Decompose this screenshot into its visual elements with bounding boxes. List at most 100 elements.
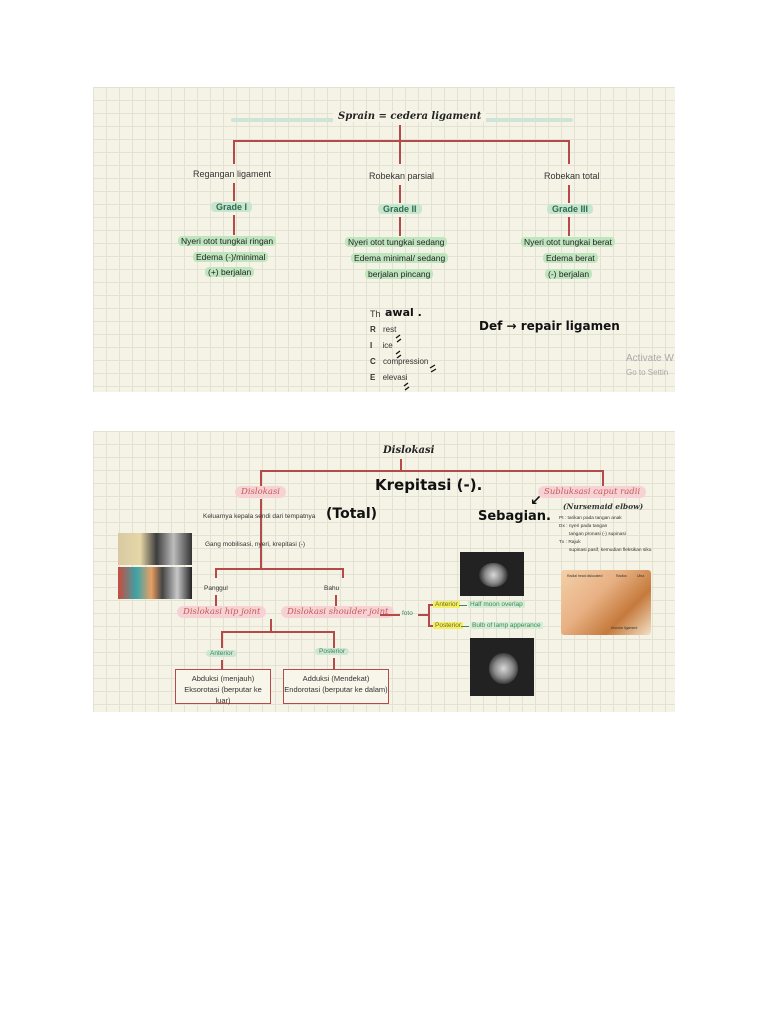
- note-value: tarikan pada tangan anak: [567, 516, 622, 521]
- grade-badge: Grade II: [378, 204, 422, 214]
- symptom-item: (+) berjalan: [205, 267, 255, 277]
- grade-badge: Grade III: [547, 204, 594, 214]
- hip-posterior-label: Posterior: [315, 648, 350, 655]
- sprain-title: Sprain = cedera ligament: [333, 111, 487, 122]
- connector: [233, 215, 235, 235]
- krepitasi-note: Krepitasi (-).: [375, 476, 483, 494]
- note-line: supinasi pasif, kemudian fleksikan siku: [559, 547, 651, 555]
- posterior-highlight: Posterior: [433, 622, 464, 629]
- def-note: Def → repair ligamen: [479, 319, 620, 333]
- symptom-item: Nyeri otot tungkai berat: [521, 237, 615, 247]
- foto-label: foto: [402, 610, 413, 617]
- anterior-highlight: Anterior: [433, 601, 460, 608]
- connector: [215, 568, 217, 578]
- connector: [342, 568, 344, 578]
- symptom-item: Nyeri otot tungkai ringan: [178, 236, 277, 246]
- rice-row: E elevasi: [370, 373, 407, 382]
- fig-label: Radial head dislocated: [567, 574, 603, 578]
- box-line: Abduksi (menjauh): [191, 674, 255, 683]
- hip-joint-node: Dislokasi hip joint: [177, 606, 267, 618]
- connector: [215, 568, 343, 570]
- connector: [400, 459, 402, 471]
- connector: [602, 470, 604, 487]
- rice-letter: E: [370, 373, 376, 382]
- connector: [221, 631, 334, 633]
- hip-photo: [118, 567, 192, 599]
- rice-row: C compression: [370, 357, 428, 366]
- hip-anterior-box: Abduksi (menjauh) Eksorotasi (berputar k…: [175, 669, 271, 705]
- connector: [418, 614, 428, 616]
- connector: [568, 140, 570, 164]
- nursemaid-label: (Nursemaid elbow): [563, 502, 644, 511]
- connector: [233, 183, 235, 201]
- symptom-item: Edema minimal/ sedang: [351, 253, 449, 263]
- connector: [428, 604, 430, 626]
- rice-letter: R: [370, 325, 376, 334]
- connector: [333, 658, 335, 669]
- note-value: tangan pronasi (-) supinasi: [569, 532, 626, 537]
- note-key: Pt :: [559, 516, 567, 521]
- connector: [461, 626, 469, 627]
- connector: [428, 604, 433, 606]
- connector: [568, 217, 570, 236]
- connector: [260, 470, 262, 487]
- branch-label: Robekan parsial: [369, 171, 435, 181]
- watermark-line: Go to Settin: [626, 368, 669, 377]
- symptom-item: berjalan pincang: [365, 269, 434, 279]
- connector: [233, 140, 569, 142]
- note-line: Tx : Rajuk: [559, 539, 651, 547]
- dislokasi-node: Dislokasi: [235, 486, 287, 498]
- hip-posterior-box: Adduksi (Mendekat) Endorotasi (berputar …: [283, 669, 389, 704]
- therapy-note: awal .: [385, 306, 422, 319]
- tick-marks: [395, 334, 437, 391]
- rice-word: elevasi: [382, 373, 408, 382]
- rice-letter: C: [370, 357, 376, 366]
- note-line: tangan pronasi (-) supinasi: [559, 531, 651, 539]
- panggul-label: Panggul: [204, 585, 228, 592]
- hip-photo: [118, 533, 192, 565]
- grade-badge: Grade I: [211, 202, 253, 212]
- desc-line: Keluarnya kepala sendi dari tempatnya: [203, 513, 316, 520]
- bahu-label: Bahu: [324, 585, 340, 592]
- branch-label: Regangan ligament: [193, 169, 272, 179]
- watermark-line: Activate W: [626, 353, 674, 364]
- branch-label: Robekan total: [544, 171, 600, 181]
- connector: [221, 660, 223, 669]
- sprain-panel: Sprain = cedera ligament Regangan ligame…: [93, 87, 675, 392]
- note-value: Rajuk: [568, 540, 581, 545]
- connector: [568, 185, 570, 203]
- connector: [260, 470, 603, 472]
- connector: [399, 185, 401, 203]
- connector: [399, 125, 401, 141]
- rice-word: rest: [383, 325, 397, 334]
- note-line: Pt : tarikan pada tangan anak: [559, 515, 651, 523]
- box-line: Eksorotasi (berputar ke luar): [184, 685, 262, 705]
- posterior-desc: Bulb of lamp apperance: [470, 622, 543, 629]
- symptom-item: Edema (-)/minimal: [193, 252, 269, 262]
- connector: [270, 619, 272, 631]
- connector: [233, 140, 235, 164]
- shoulder-joint-node: Dislokasi shoulder joint: [281, 606, 395, 618]
- rice-row: I ice: [370, 341, 393, 350]
- connector: [428, 625, 433, 627]
- connector: [335, 595, 337, 606]
- anterior-desc: Half moon overlap: [468, 601, 525, 608]
- hip-anterior-label: Anterior: [206, 650, 237, 657]
- fig-label: Annular ligament: [611, 626, 638, 630]
- arrow-note: ↙: [530, 493, 542, 509]
- symptom-item: (-) berjalan: [545, 269, 593, 279]
- shoulder-xray: [460, 552, 524, 596]
- note-key: Dx :: [559, 524, 568, 529]
- total-note: (Total): [326, 506, 378, 522]
- rice-row: R rest: [370, 325, 396, 334]
- note-value: nyeri pada tangan: [568, 524, 608, 529]
- rice-word: ice: [382, 341, 393, 350]
- connector: [399, 140, 401, 164]
- box-line: Endorotasi (berputar ke dalam): [284, 685, 388, 694]
- therapy-heading: Th: [370, 309, 381, 319]
- connector: [333, 631, 335, 648]
- dislokasi-panel: Dislokasi Dislokasi Krepitasi (-). Sublu…: [93, 431, 675, 712]
- subluksasi-node: Subluksasi caput radii: [538, 486, 647, 498]
- box-line: Adduksi (Mendekat): [302, 674, 370, 683]
- rice-word: compression: [383, 357, 429, 366]
